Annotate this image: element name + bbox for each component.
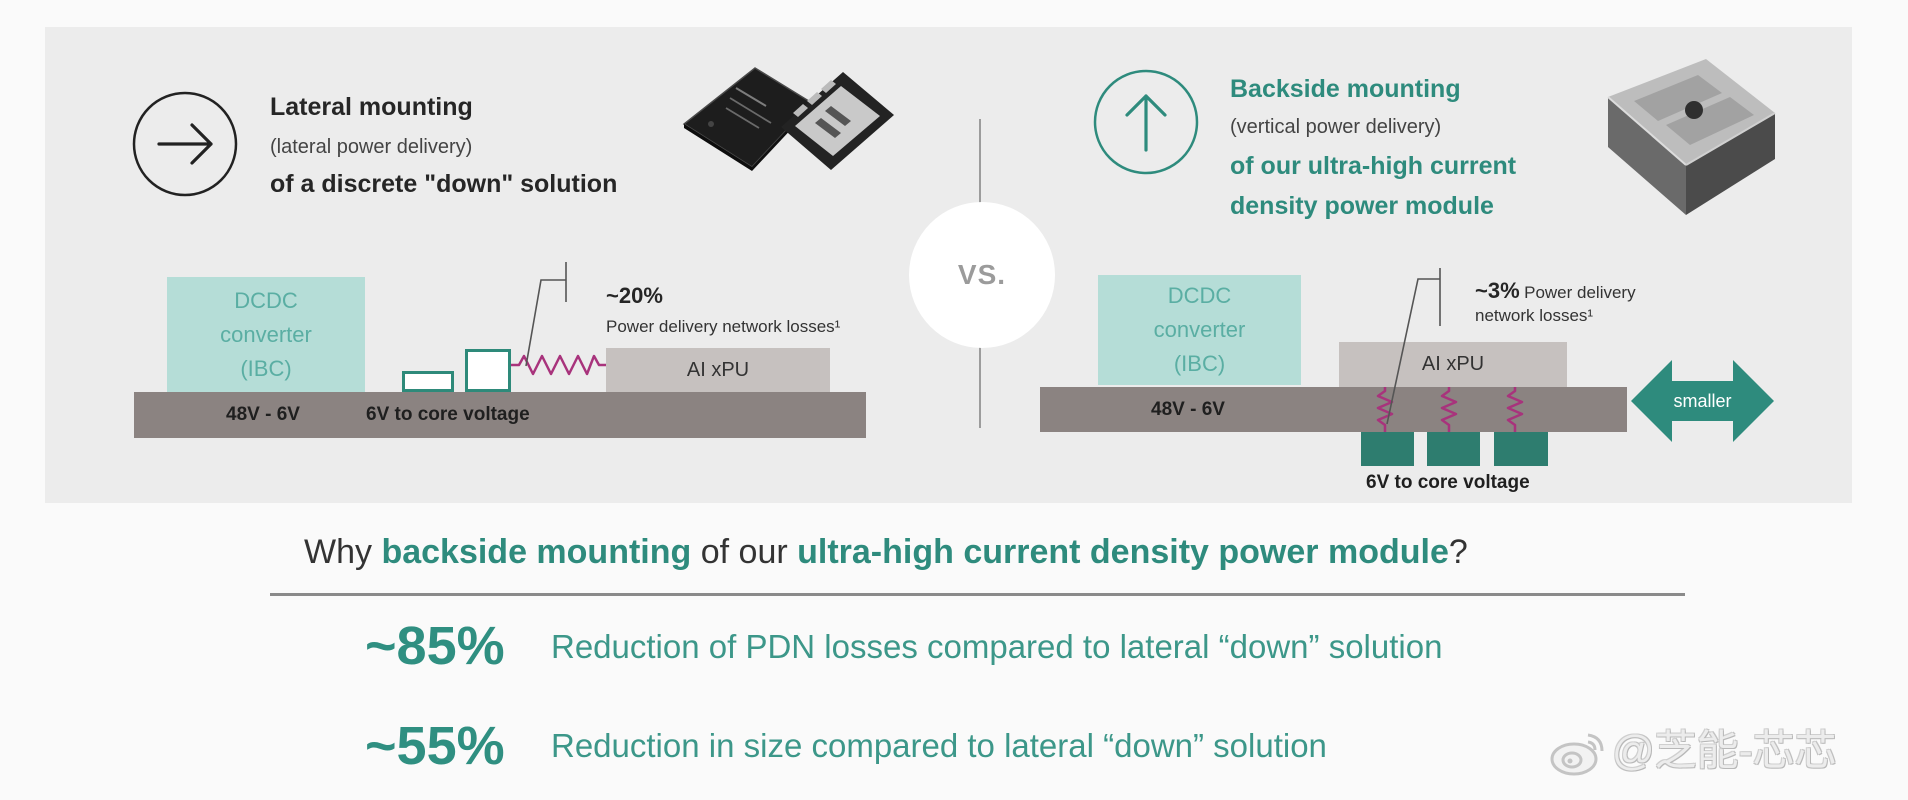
- dcdc-label-line: (IBC): [240, 355, 292, 381]
- lateral-dcdc-converter-box: DCDC converter (IBC): [167, 277, 365, 392]
- icon-ring: [1093, 69, 1199, 175]
- backside-subtitle: (vertical power delivery): [1230, 116, 1442, 138]
- module-center-hole: [1685, 101, 1703, 119]
- chip-marking: [735, 87, 767, 107]
- lateral-input-voltage-label: 48V - 6V: [226, 404, 300, 425]
- dcdc-label-line: DCDC: [234, 287, 298, 313]
- lateral-down-converter-component: [465, 349, 511, 392]
- arrow-right-circle-icon: [132, 91, 238, 197]
- question-highlight-backside: backside mounting: [381, 533, 692, 571]
- backside-description-line-2: density power module: [1230, 192, 1494, 220]
- weibo-logo-icon: [1550, 733, 1604, 776]
- lateral-pcb-board: [134, 392, 866, 438]
- benefit-text-pdn-losses: Reduction of PDN losses compared to late…: [551, 628, 1443, 665]
- arrow-right-glyph: [157, 123, 213, 165]
- lateral-loss-label: Power delivery network losses¹: [606, 317, 841, 336]
- backside-pdn-resistor-symbol: [1376, 387, 1394, 432]
- chip-marking: [729, 97, 772, 124]
- chip-edge-left: [684, 124, 752, 171]
- pad-slot: [815, 118, 841, 138]
- dcdc-label-line: DCDC: [1167, 283, 1232, 308]
- logo-pupil: [1567, 758, 1573, 764]
- dcdc-label-line: converter: [220, 321, 312, 347]
- why-question-heading: Why backside mounting of our ultra-high …: [304, 535, 1468, 569]
- lateral-loss-value: ~20%: [606, 283, 663, 308]
- module-left-side: [1608, 97, 1686, 215]
- backside-description-line-1: of our ultra-high current: [1230, 152, 1517, 180]
- backside-input-voltage-label: 48V - 6V: [1151, 399, 1225, 420]
- smaller-double-arrow: [1631, 360, 1774, 442]
- lateral-title: Lateral mounting: [270, 93, 473, 121]
- power-module-image: [1607, 59, 1776, 215]
- versus-label: VS.: [957, 259, 1007, 290]
- backside-core-voltage-label: 6V to core voltage: [1366, 472, 1530, 493]
- backside-power-module-block: [1494, 432, 1548, 466]
- icon-ring: [132, 91, 238, 197]
- backside-loss-callout-line: [1386, 278, 1440, 425]
- module-right-side: [1686, 113, 1775, 215]
- logo-signal-arc: [1587, 733, 1604, 752]
- module-edge-highlight: [1607, 96, 1687, 166]
- backside-title: Backside mounting: [1230, 75, 1461, 103]
- question-prefix: Why: [304, 533, 382, 571]
- backside-loss-callout: ~3% Power delivery: [1475, 278, 1636, 304]
- backside-ai-xpu-box: AI xPU: [1339, 342, 1567, 387]
- pin1-marker: [708, 121, 714, 127]
- pad-slot: [825, 106, 851, 126]
- lateral-small-component: [402, 371, 454, 392]
- backside-loss-label-line-2: network losses¹: [1475, 306, 1594, 325]
- versus-badge: VS.: [909, 202, 1055, 348]
- lead-pad: [793, 104, 808, 117]
- module-edge-highlight: [1685, 112, 1776, 166]
- lateral-description: of a discrete "down" solution: [270, 170, 618, 198]
- thermal-pad: [795, 86, 880, 156]
- question-highlight-module: ultra-high current density power module: [797, 533, 1449, 571]
- dcdc-label-line: (IBC): [1173, 351, 1226, 376]
- question-middle: of our: [691, 533, 798, 571]
- question-suffix: ?: [1448, 533, 1468, 571]
- lateral-loss-callout-line: [525, 279, 566, 367]
- backside-pdn-resistor-symbol: [1440, 387, 1458, 432]
- lateral-pdn-resistor-symbol: [511, 354, 606, 376]
- logo-outer-eye: [1550, 742, 1598, 776]
- module-recess: [1634, 75, 1722, 121]
- lead-pad: [807, 92, 822, 105]
- watermark-text: @芝能-芯芯: [1612, 727, 1837, 774]
- discrete-chip-packages-image: [682, 67, 894, 171]
- lateral-subtitle: (lateral power delivery): [270, 136, 473, 158]
- logo-inner-eye: [1561, 751, 1583, 769]
- arrow-up-circle-icon: [1093, 69, 1199, 175]
- benefit-value-pdn-losses: ~85%: [365, 616, 505, 676]
- backside-power-module-block: [1427, 432, 1480, 466]
- heading-underline: [270, 593, 1685, 596]
- backside-loss-label-line-1: Power delivery: [1524, 283, 1636, 302]
- backside-pdn-resistor-symbol: [1506, 387, 1524, 432]
- benefit-text-size: Reduction in size compared to lateral “d…: [551, 727, 1327, 764]
- logo-signal-arc: [1587, 740, 1597, 751]
- chip-marking: [725, 107, 760, 129]
- lead-pad: [821, 80, 836, 93]
- lateral-core-voltage-label: 6V to core voltage: [366, 404, 530, 425]
- lateral-ai-xpu-box: AI xPU: [606, 348, 830, 392]
- backside-dcdc-converter-box: DCDC converter (IBC): [1098, 275, 1301, 385]
- backside-loss-value: ~3%: [1475, 278, 1520, 303]
- smaller-label: smaller: [1673, 391, 1732, 411]
- dcdc-label-line: converter: [1153, 317, 1246, 342]
- module-recess: [1666, 97, 1754, 145]
- backside-power-module-block: [1361, 432, 1414, 466]
- backside-pcb-board: [1040, 387, 1627, 432]
- arrow-up-glyph: [1125, 94, 1167, 152]
- chip-package-back: [781, 72, 894, 170]
- benefit-value-size: ~55%: [365, 716, 505, 776]
